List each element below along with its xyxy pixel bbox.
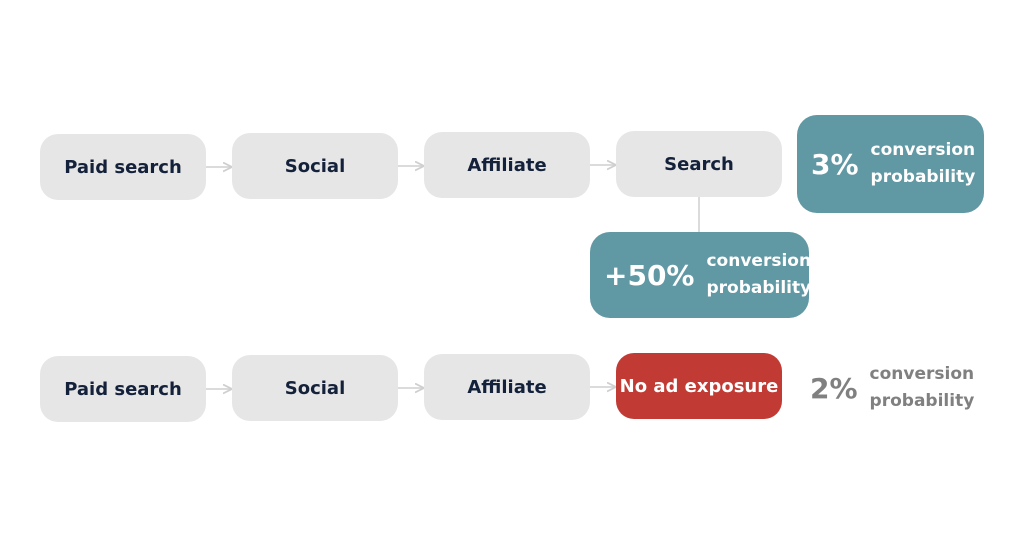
row1-step-paid-search-label: Paid search [64, 156, 182, 178]
row2-step-no-ad-exposure-label: No ad exposure [619, 375, 779, 397]
row2-outcome-label-line2: probability [869, 391, 975, 411]
row2-outcome-label: conversion probability [870, 361, 975, 415]
row2-step-social-label: Social [284, 377, 346, 399]
uplift-label-line1: conversion [706, 251, 812, 271]
row1-step-search-label: Search [664, 153, 734, 175]
row1-outcome-value: 3% [811, 147, 859, 181]
row2-step-no-ad-exposure: No ad exposure [616, 353, 782, 419]
row2-step-paid-search-label: Paid search [64, 378, 182, 400]
row1-outcome-badge: 3% conversion probability [797, 115, 984, 213]
row2-step-affiliate: Affiliate [424, 354, 590, 420]
row1-step-social: Social [232, 133, 398, 199]
row1-step-social-label: Social [284, 155, 346, 177]
row1-step-paid-search: Paid search [40, 134, 206, 200]
uplift-label: conversion probability [706, 248, 811, 302]
uplift-badge: +50% conversion probability [590, 232, 811, 318]
row1-outcome-label: conversion probability [871, 137, 976, 191]
row2-step-affiliate-label: Affiliate [467, 376, 547, 398]
row2-outcome-value: 2% [810, 371, 858, 405]
uplift-value: +50% [604, 258, 695, 292]
row1-outcome-label-line2: probability [870, 167, 976, 187]
row2-outcome: 2% conversion probability [810, 360, 974, 416]
row2-step-social: Social [232, 355, 398, 421]
row2-outcome-label-line1: conversion [869, 364, 975, 384]
row1-step-search: Search [616, 131, 782, 197]
row1-step-affiliate: Affiliate [424, 132, 590, 198]
row1-step-affiliate-label: Affiliate [467, 154, 547, 176]
row1-outcome-label-line1: conversion [870, 140, 976, 160]
uplift-label-line2: probability [706, 278, 812, 298]
row2-step-paid-search: Paid search [40, 356, 206, 422]
